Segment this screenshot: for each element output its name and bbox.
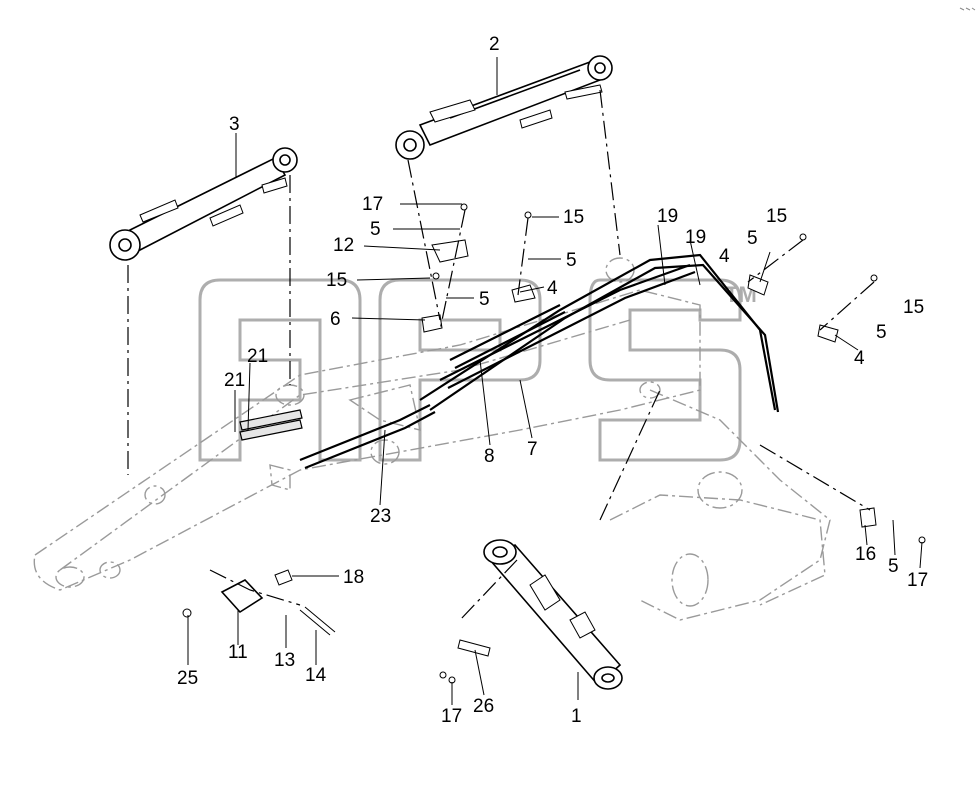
callout-6: 6 bbox=[330, 309, 341, 330]
corner-mark-icon bbox=[959, 7, 976, 11]
callout-11: 11 bbox=[228, 642, 248, 663]
callout-5-c: 5 bbox=[566, 250, 577, 271]
callout-17-b: 17 bbox=[441, 706, 462, 727]
callout-5-e: 5 bbox=[876, 322, 887, 343]
cylinder-3 bbox=[109, 147, 298, 261]
callout-1: 1 bbox=[571, 706, 582, 727]
callout-23: 23 bbox=[370, 506, 391, 527]
callout-4-c: 4 bbox=[854, 348, 865, 369]
callout-18: 18 bbox=[343, 567, 364, 588]
callouts: 2 3 1 17 5 12 15 5 6 15 5 4 19 19 15 5 4… bbox=[177, 34, 928, 727]
callout-21-b: 21 bbox=[224, 370, 245, 391]
callout-13: 13 bbox=[274, 650, 295, 671]
cylinder-1 bbox=[483, 539, 623, 690]
callout-15-b: 15 bbox=[563, 207, 584, 228]
callout-17-a: 17 bbox=[362, 194, 383, 215]
callout-7: 7 bbox=[527, 439, 538, 460]
callout-15-a: 15 bbox=[326, 270, 347, 291]
callout-19-b: 19 bbox=[685, 227, 706, 248]
boom-phantom bbox=[33, 257, 831, 621]
callout-5-f: 5 bbox=[888, 556, 899, 577]
callout-21-a: 21 bbox=[247, 346, 268, 367]
callout-15-d: 15 bbox=[903, 297, 924, 318]
callout-5-b: 5 bbox=[479, 289, 490, 310]
cylinder-2 bbox=[395, 55, 613, 160]
hoses bbox=[239, 253, 780, 470]
callout-17-c: 17 bbox=[907, 570, 928, 591]
callout-4-b: 4 bbox=[719, 246, 730, 267]
callout-19-a: 19 bbox=[657, 206, 678, 227]
callout-14: 14 bbox=[305, 665, 327, 686]
callout-2: 2 bbox=[489, 34, 500, 55]
callout-25: 25 bbox=[177, 668, 198, 689]
callout-5-d: 5 bbox=[747, 228, 758, 249]
callout-8: 8 bbox=[484, 446, 495, 467]
callout-26: 26 bbox=[473, 696, 494, 717]
callout-4-a: 4 bbox=[547, 278, 558, 299]
leader-lines bbox=[187, 57, 923, 705]
callout-5-a: 5 bbox=[370, 219, 381, 240]
callout-16: 16 bbox=[855, 544, 876, 565]
callout-12: 12 bbox=[333, 235, 354, 256]
callout-3: 3 bbox=[229, 114, 240, 135]
callout-15-c: 15 bbox=[766, 206, 787, 227]
assembly-lines bbox=[127, 89, 875, 621]
hardware bbox=[182, 203, 926, 684]
